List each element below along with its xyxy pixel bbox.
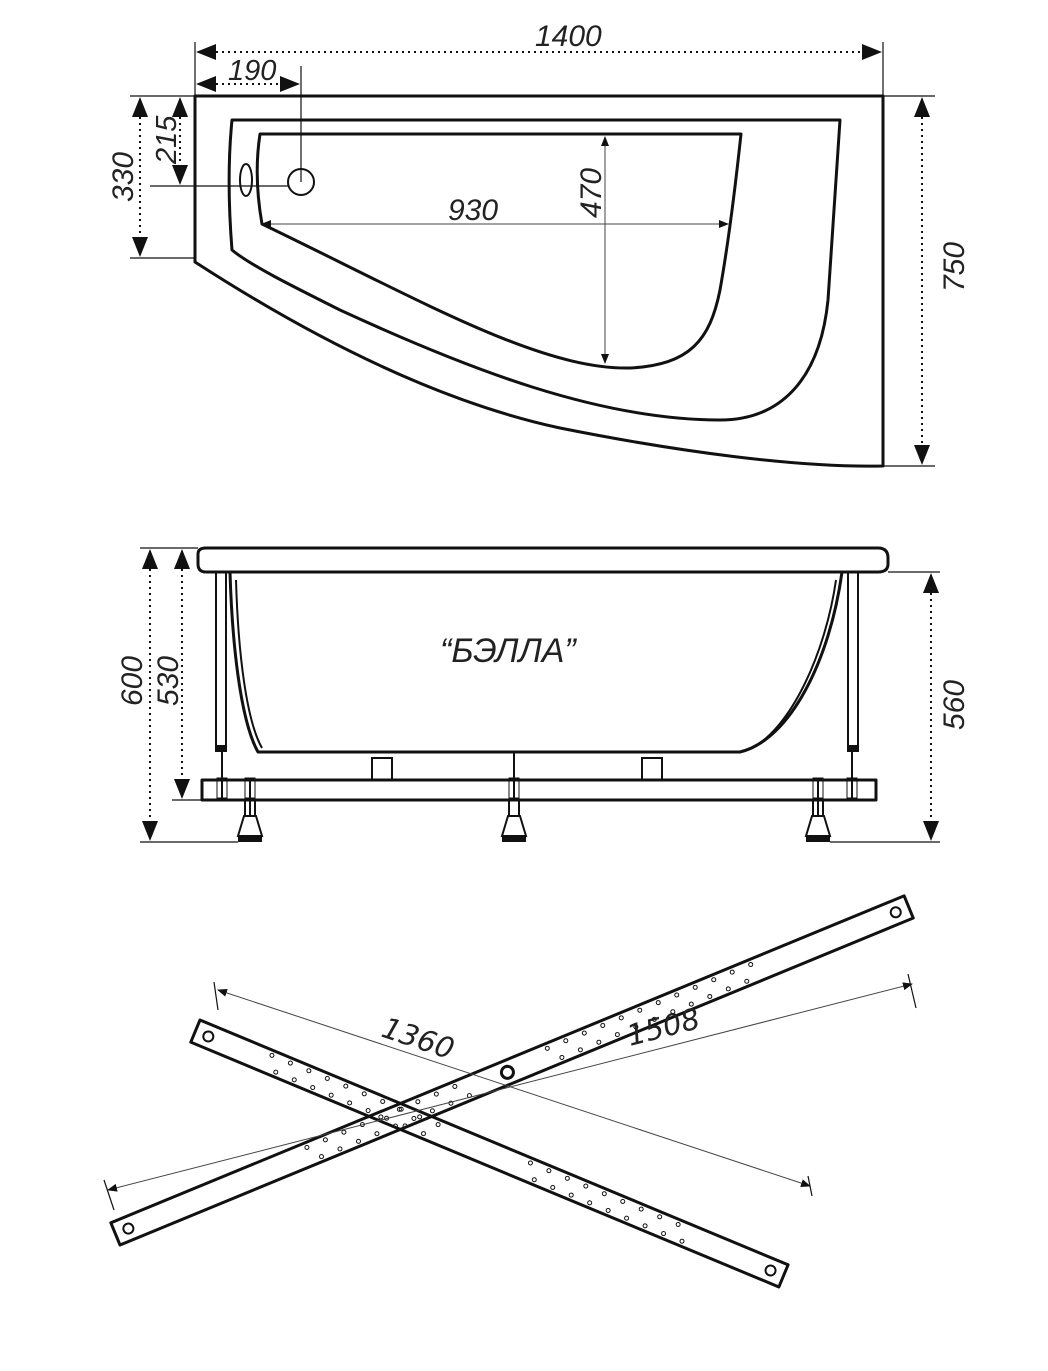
tub-outer-outline — [193, 94, 885, 468]
base-frame — [200, 778, 878, 802]
support-post-left — [215, 571, 227, 747]
tub-basin — [255, 132, 743, 370]
dim-overall-width: 750 — [938, 242, 971, 292]
dim-total-height: 600 — [116, 656, 149, 706]
dim-tub-height: 560 — [938, 680, 971, 730]
dim-long-bar: 1508 — [623, 1001, 703, 1052]
tub-body — [228, 571, 844, 754]
dim-inner-length: 930 — [448, 194, 498, 227]
dim-side-depth: 330 — [107, 152, 140, 202]
frame-view: 1360 1508 — [103, 894, 917, 1289]
foot-left — [236, 799, 264, 842]
foot-center — [500, 799, 528, 842]
support-block-left — [371, 757, 393, 781]
support-block-right — [641, 757, 663, 781]
dim-short-bar: 1360 — [378, 1010, 459, 1066]
side-view: “БЭЛЛА” — [116, 546, 971, 843]
tub-inner-rim — [227, 118, 842, 422]
dim-drain-offset-y: 215 — [151, 115, 183, 165]
frame-bar-long — [109, 894, 915, 1247]
top-view: 1400 190 215 330 930 470 750 — [107, 20, 971, 468]
dim-inner-width: 470 — [575, 168, 608, 218]
overflow-icon — [239, 163, 253, 197]
dim-drain-offset-x: 190 — [228, 55, 276, 87]
dim-frame-height: 530 — [152, 656, 185, 706]
dim-overall-length: 1400 — [535, 20, 602, 53]
support-post-right — [847, 571, 859, 747]
tub-rim — [196, 546, 890, 574]
foot-right — [804, 799, 832, 842]
model-name: “БЭЛЛА” — [440, 632, 577, 670]
